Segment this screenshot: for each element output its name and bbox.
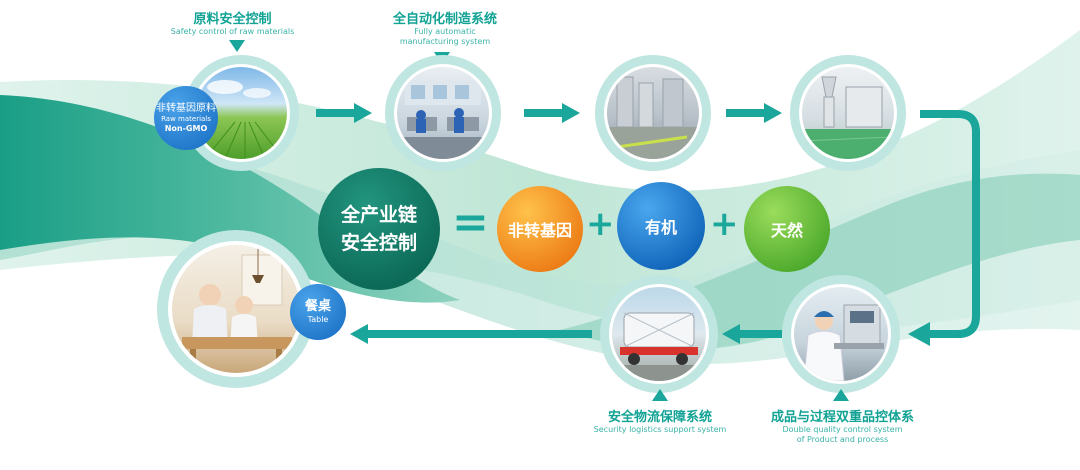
arrow-left-icon xyxy=(350,324,592,344)
plus-sign-1: + xyxy=(586,204,615,244)
non-gmo-badge: 非转基因原料 Raw materials Non-GMO xyxy=(154,86,218,150)
organic-term: 有机 xyxy=(644,218,677,237)
factory-hall-photo xyxy=(595,55,711,171)
manufacturing-subtitle-1: Fully automatic xyxy=(414,27,476,36)
non-gmo-badge-cn: 非转基因原料 xyxy=(156,102,216,114)
non-gmo-badge-en2: Non-GMO xyxy=(164,123,208,133)
full-chain-line1: 全产业链 xyxy=(340,204,417,226)
logistics-photo xyxy=(600,275,718,393)
arrow-right-icon xyxy=(524,103,580,123)
quality-title: 成品与过程双重品控体系 xyxy=(770,410,914,425)
raw-materials-label: 原料安全控制 Safety control of raw materials xyxy=(160,8,305,37)
arrow-up-icon xyxy=(833,389,849,401)
non-gmo-badge-en1: Raw materials xyxy=(161,114,211,123)
natural-circle: 天然 xyxy=(744,186,830,272)
arrow-down-icon xyxy=(229,40,245,52)
manufacturing-label: 全自动化制造系统 Fully automatic manufacturing s… xyxy=(375,8,515,47)
natural-term: 天然 xyxy=(770,221,803,240)
arrow-up-icon xyxy=(652,389,668,401)
table-photo xyxy=(157,230,315,388)
table-badge-cn: 餐桌 xyxy=(304,299,331,314)
return-connector-arrow xyxy=(908,110,980,346)
clean-room-photo xyxy=(790,55,906,171)
non-gmo-circle: 非转基因 xyxy=(497,186,583,272)
arrow-left-icon xyxy=(722,324,782,344)
logistics-title: 安全物流保障系统 xyxy=(607,410,712,425)
table-badge: 餐桌 Table xyxy=(290,284,346,340)
manufacturing-photo xyxy=(385,55,501,171)
quality-control-photo xyxy=(782,275,900,393)
non-gmo-term: 非转基因 xyxy=(507,221,572,240)
plus-sign-2: + xyxy=(710,204,739,244)
organic-circle: 有机 xyxy=(617,182,705,270)
equals-sign: = xyxy=(452,197,489,248)
full-chain-line2: 安全控制 xyxy=(340,232,417,254)
full-chain-control-circle: 全产业链 安全控制 xyxy=(318,168,440,290)
raw-materials-title: 原料安全控制 xyxy=(193,12,272,27)
manufacturing-subtitle-2: manufacturing system xyxy=(399,37,491,46)
raw-materials-subtitle: Safety control of raw materials xyxy=(170,27,295,36)
quality-subtitle-2: of Product and process xyxy=(796,435,889,444)
arrow-right-icon xyxy=(726,103,782,123)
logistics-subtitle: Security logistics support system xyxy=(593,425,727,434)
quality-label: 成品与过程双重品控体系 Double quality control syste… xyxy=(755,406,930,445)
table-badge-en: Table xyxy=(307,315,329,324)
logistics-label: 安全物流保障系统 Security logistics support syst… xyxy=(585,406,735,435)
quality-subtitle-1: Double quality control system xyxy=(782,425,903,434)
arrow-right-icon xyxy=(316,103,372,123)
manufacturing-title: 全自动化制造系统 xyxy=(392,12,497,27)
